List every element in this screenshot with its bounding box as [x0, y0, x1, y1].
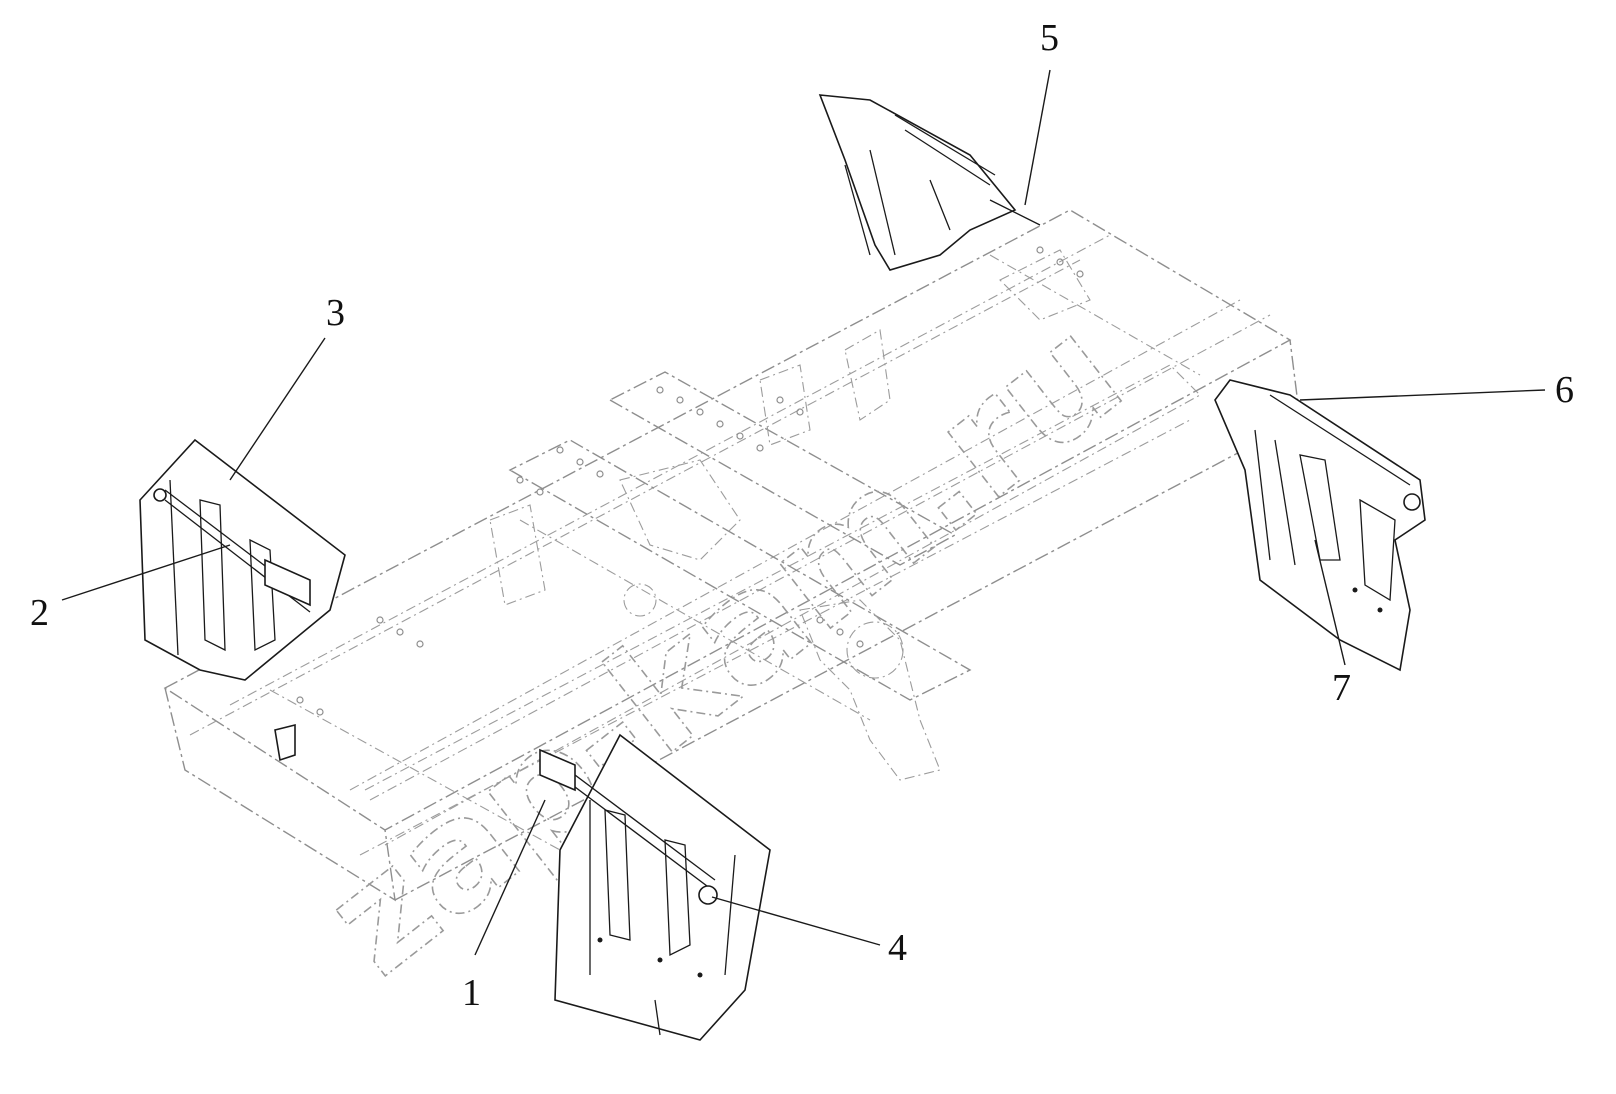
- suspension-pivot-front: [846, 621, 904, 679]
- mudguard-rear-left-rib-1: [169, 479, 179, 656]
- frame-rail-inner-line-a: [189, 259, 1081, 736]
- frame-rail-inner-line-c: [229, 234, 1111, 706]
- mudguard-front-right-rivet-2: [1377, 607, 1383, 613]
- cross-member-1: [508, 439, 972, 701]
- mudguard-front-right-bracket: [1359, 498, 1396, 602]
- mudguard-front-right-panel: [1214, 379, 1426, 672]
- callout-numbers: 1 2 3 4 5 6 7: [30, 17, 1574, 1014]
- suspension-bracket-rear: [844, 329, 891, 421]
- mudguard-front-left: [539, 733, 771, 1041]
- suspension-bracket-front: [799, 599, 941, 781]
- mudguard-rear-left-foot: [274, 723, 296, 762]
- mudguard-front-left-rod: [554, 759, 716, 881]
- suspension-bracket-mid: [489, 504, 546, 606]
- mudguard-rear-right-rib-1: [844, 164, 871, 256]
- callout-7: 7: [1332, 667, 1351, 709]
- bolt-holes: [296, 246, 1084, 716]
- center-bracket-hole: [623, 583, 657, 617]
- mudguard-front-right-rod-cap: [1403, 493, 1421, 511]
- chassis-frame: [163, 209, 1301, 902]
- leader-6: [1299, 389, 1546, 401]
- callout-1: 1: [462, 972, 481, 1014]
- cross-member-1-lower: [519, 519, 871, 721]
- mudguard-rear-left: [139, 438, 346, 762]
- mudguard-front-left-seam: [654, 999, 661, 1036]
- leader-lines: [61, 69, 1546, 956]
- frame-front-member: [364, 364, 1201, 846]
- frame-front-lower: [359, 419, 1191, 856]
- cross-member-rear: [269, 689, 561, 851]
- leader-4: [711, 896, 881, 946]
- leader-1: [474, 799, 546, 956]
- callout-2: 2: [30, 592, 49, 634]
- mudguard-rear-right-rib-2: [869, 149, 896, 256]
- end-gusset: [999, 249, 1091, 321]
- mudguard-front-left-rivet-2: [657, 957, 663, 963]
- leader-3: [229, 337, 326, 481]
- leader-2: [61, 544, 231, 601]
- callout-3: 3: [326, 292, 345, 334]
- mudguard-front-left-rod-lower: [554, 771, 716, 893]
- mudguard-rear-right: [818, 94, 1041, 271]
- frame-rail-front-edge: [394, 339, 1301, 901]
- rear-hanger: [759, 364, 811, 446]
- mudguard-front-right-rib-1: [1254, 429, 1271, 561]
- mudguard-front-right-top-plate: [1269, 394, 1411, 486]
- mudguard-rear-left-slot-2: [249, 538, 276, 652]
- callout-5: 5: [1040, 17, 1059, 59]
- center-bracket: [619, 459, 741, 561]
- leader-5: [1024, 69, 1051, 206]
- cross-member-end: [989, 254, 1201, 376]
- mudguard-front-left-rivet-1: [597, 937, 603, 943]
- leader-7: [1314, 539, 1346, 666]
- mudguard-front-right: [1214, 379, 1426, 672]
- mudguard-front-left-rod-cap: [698, 885, 718, 905]
- mudguard-rear-left-rod-cap: [153, 488, 167, 502]
- mudguard-front-left-bracket: [539, 748, 576, 792]
- mudguard-rear-right-rod: [989, 199, 1041, 226]
- mudguard-rear-right-top-plate-inner: [904, 129, 991, 186]
- mudguard-rear-left-slot-1: [199, 499, 226, 652]
- callout-6: 6: [1555, 369, 1574, 411]
- mudguard-front-right-rib-2: [1274, 439, 1296, 566]
- frame-rail-left-end: [164, 687, 396, 902]
- mudguard-front-left-slot-1: [604, 809, 631, 941]
- mudguard-rear-right-slot: [929, 179, 951, 231]
- mudguard-front-right-slot: [1299, 454, 1341, 561]
- mudguard-front-right-rivet-1: [1352, 587, 1358, 593]
- mudguard-front-left-slot-2: [664, 839, 691, 957]
- mudguard-rear-right-top-plate: [894, 114, 996, 176]
- callout-4: 4: [888, 927, 907, 969]
- mudguard-rear-left-bracket: [264, 558, 311, 607]
- frame-rail-inner-line-d: [349, 299, 1241, 791]
- mudguard-front-left-rivet-3: [697, 972, 703, 978]
- mudguard-front-left-edge: [724, 854, 736, 976]
- mudguard-rear-right-panel: [818, 94, 1017, 271]
